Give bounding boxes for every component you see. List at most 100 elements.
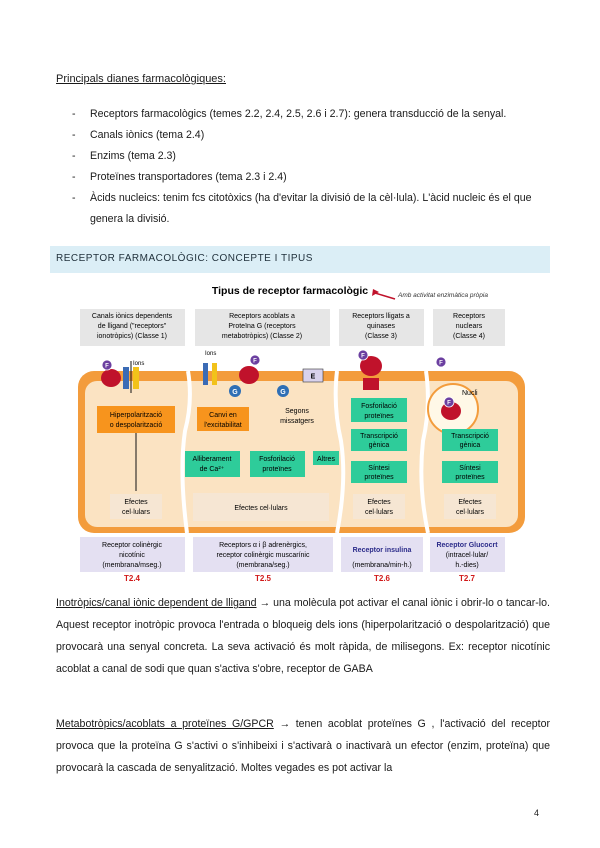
targets-list: Receptors farmacològics (temes 2.2, 2.4,… (56, 104, 550, 230)
sint-line4: proteïnes (455, 474, 485, 481)
list-item: Proteïnes transportadores (tema 2.3 i 2.… (56, 167, 550, 188)
synthesis-box (351, 461, 407, 483)
transcription-box (442, 429, 498, 451)
example-1-line3: (membrana/mseg.) (102, 562, 161, 569)
ions-label: Ions (205, 351, 216, 357)
example-3-line1: Receptor insulina (353, 547, 412, 554)
g-protein-icon (277, 385, 289, 397)
metabotropic-text: → tenen acoblat proteïnes G , l'activaci… (56, 718, 551, 774)
sint-line2: proteïnes (364, 474, 394, 481)
calcium-box (185, 451, 240, 477)
g-protein-label: G (280, 389, 286, 396)
effects-box (353, 494, 405, 519)
phosphorylation-box (351, 398, 407, 422)
g-protein-icon (229, 385, 241, 397)
ligand-label: F (447, 401, 451, 407)
effects-line1: Efectes (458, 499, 482, 506)
ligand-label: F (105, 364, 109, 370)
membrane-divider (180, 370, 192, 534)
figure-title: Tipus de receptor farmacològic (212, 285, 368, 297)
canvi-line1: Canvi en (209, 412, 237, 419)
example-2-line3: (membrana/seg.) (236, 562, 289, 569)
example-2-line2: receptor colinèrgic muscarínic (217, 552, 310, 559)
ionotropic-paragraph: Inotròpics/canal iònic dependent de llig… (56, 592, 550, 680)
example-3-line3: (membrana/min-h.) (352, 562, 412, 569)
membrane-divider (419, 370, 430, 534)
topic-tag-1: T2.4 (124, 574, 141, 583)
page-number: 4 (534, 808, 540, 818)
phos-line1: Fosforilació (259, 456, 295, 463)
others-label: Altres (317, 456, 335, 463)
kinase-icon (363, 378, 379, 390)
legend-arrow-icon (374, 292, 396, 300)
ligand-label: F (439, 361, 443, 367)
class-header-4-line2: nuclears (456, 323, 483, 330)
trans-line2: gènica (369, 442, 390, 449)
example-box-2 (193, 537, 333, 572)
effects-line2: cel·lulars (122, 509, 151, 516)
class-header-4 (433, 309, 505, 346)
list-item: Àcids nucleics: tenim fcs citotòxics (ha… (56, 188, 550, 230)
ion-channel-icon (123, 367, 129, 389)
others-box (313, 451, 339, 465)
class-header-2-line2: Proteïna G (receptors (228, 323, 296, 330)
example-4-line2: (intracel·lular/ (446, 552, 488, 559)
trans-line1: Transcripció (360, 433, 398, 440)
trans-line3: Transcripció (451, 433, 489, 440)
ions-label: Ions (133, 361, 144, 367)
effects-box (193, 493, 329, 521)
class-header-1-line1: Canals iònics dependents (92, 313, 173, 320)
trans-line4: gènica (460, 442, 481, 449)
list-item: Canals iònics (tema 2.4) (56, 125, 550, 146)
ionotropic-text: → una molècula pot activar el canal iòni… (56, 597, 550, 675)
effects-line2: cel·lulars (456, 509, 485, 516)
effects-line2: cel·lulars (365, 509, 394, 516)
section-title: RECEPTOR FARMACOLÒGIC: CONCEPTE I TIPUS (56, 253, 313, 264)
class-header-2-line1: Receptors acoblats a (229, 313, 295, 320)
topic-tag-4: T2.7 (459, 574, 476, 583)
example-box-3 (341, 537, 423, 572)
phos-k-line1: Fosforilació (361, 403, 397, 410)
phos-line2: proteïnes (262, 466, 292, 473)
ion-channel-icon (212, 363, 217, 385)
hyper-line2: o despolarització (110, 422, 163, 429)
example-box-4 (430, 537, 505, 572)
hyper-line1: Hiperpolarització (110, 412, 162, 419)
calcium-line2: de Ca²⁺ (200, 466, 225, 473)
effector-box (302, 368, 324, 383)
legend-arrowhead-icon (372, 289, 379, 296)
example-4-line3: h.-dies) (455, 562, 478, 569)
effects-line1: Efectes (124, 499, 148, 506)
receptor-icon (239, 366, 259, 384)
excitability-box (197, 407, 249, 431)
canvi-line2: l'excitabilitat (204, 422, 242, 429)
ionotropic-term: Inotròpics/canal iònic dependent de llig… (56, 597, 257, 609)
legend-note: Amb activitat enzimàtica pròpia (397, 292, 488, 299)
class-header-3 (339, 309, 424, 346)
metabotropic-term: Metabotròpics/acoblats a proteïnes G/GPC… (56, 718, 274, 730)
ligand-label: F (253, 359, 257, 365)
class-header-3-line3: (Classe 3) (365, 333, 397, 340)
class-header-1 (80, 309, 185, 346)
example-1-line2: nicotínic (119, 552, 145, 559)
topic-tag-2: T2.5 (255, 574, 272, 583)
ligand-icon (435, 356, 447, 368)
ligand-icon (357, 349, 369, 361)
effects-box (444, 494, 496, 519)
topic-tag-3: T2.6 (374, 574, 391, 583)
membrane-divider (333, 370, 346, 534)
example-2-line1: Receptors α i β adrenèrgics, (219, 542, 307, 549)
ion-channel-icon (133, 367, 139, 389)
section-title-bar: RECEPTOR FARMACOLÒGIC: CONCEPTE I TIPUS (50, 246, 550, 273)
list-item: Receptors farmacològics (temes 2.2, 2.4,… (56, 104, 550, 125)
class-header-2 (195, 309, 330, 346)
ligand-icon (249, 354, 261, 366)
calcium-line1: Alliberament (193, 456, 232, 463)
class-header-3-line1: Receptors lligats a (352, 313, 410, 320)
class-header-1-line3: ionotròpics) (Classe 1) (97, 333, 167, 340)
effector-label: E (311, 374, 316, 381)
ligand-label: F (361, 354, 365, 360)
metabotropic-paragraph: Metabotròpics/acoblats a proteïnes G/GPC… (56, 713, 550, 779)
class-header-3-line2: quinases (367, 323, 396, 330)
